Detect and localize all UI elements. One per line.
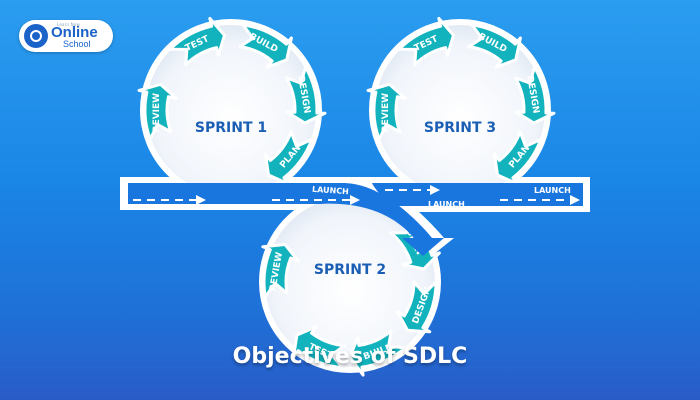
logo-mark-icon [24, 24, 48, 48]
launch-label-2: LAUNCH [428, 200, 465, 209]
sprint-2-arrow-review [261, 243, 300, 299]
sprint-3-arrow-design [513, 65, 556, 125]
sprint-3-arrow-test [397, 16, 455, 67]
sprint-3-arrow-build [467, 23, 522, 69]
flow-band-sprint1 [128, 183, 444, 256]
dashed-arrow-right-2 [500, 195, 580, 205]
sprint-1-stage-review: REVIEW [152, 93, 162, 133]
sprint-2-arrow-build [348, 329, 407, 377]
dashed-arrow-center [272, 195, 360, 205]
dashed-arrow-left [133, 195, 206, 205]
sprint-3-label: SPRINT 3 [424, 120, 496, 136]
logo-word-school: School [63, 39, 91, 49]
sprint-1-arrow-test [168, 16, 226, 67]
sprint-1-arrow-review [137, 82, 178, 141]
sprint-2-arrow-design [395, 280, 438, 334]
sprint-2-label: SPRINT 2 [314, 262, 386, 278]
sprint-2-arrow-test [291, 325, 346, 370]
sprint-3-arrow-plan [492, 130, 543, 186]
dashed-arrow-right-1 [385, 185, 440, 195]
sprint-3-stage-review: REVIEW [381, 93, 391, 133]
sprint-3-arrow-review [366, 82, 407, 141]
launch-label-1: LAUNCH [312, 185, 349, 197]
sprint-1-arrow-build [238, 23, 293, 69]
sprint-1-arrow-plan [263, 130, 314, 186]
page-caption: Objectives of SDLC [232, 344, 468, 369]
sprint-1-arrow-design [284, 65, 327, 125]
sprint-1-label: SPRINT 1 [195, 120, 267, 136]
online-school-logo[interactable]: Learn Now Online School [19, 20, 113, 52]
logo-tagline: Learn Now [57, 22, 80, 27]
logo-word-online: Online [51, 24, 98, 41]
launch-label-3: LAUNCH [534, 186, 571, 195]
